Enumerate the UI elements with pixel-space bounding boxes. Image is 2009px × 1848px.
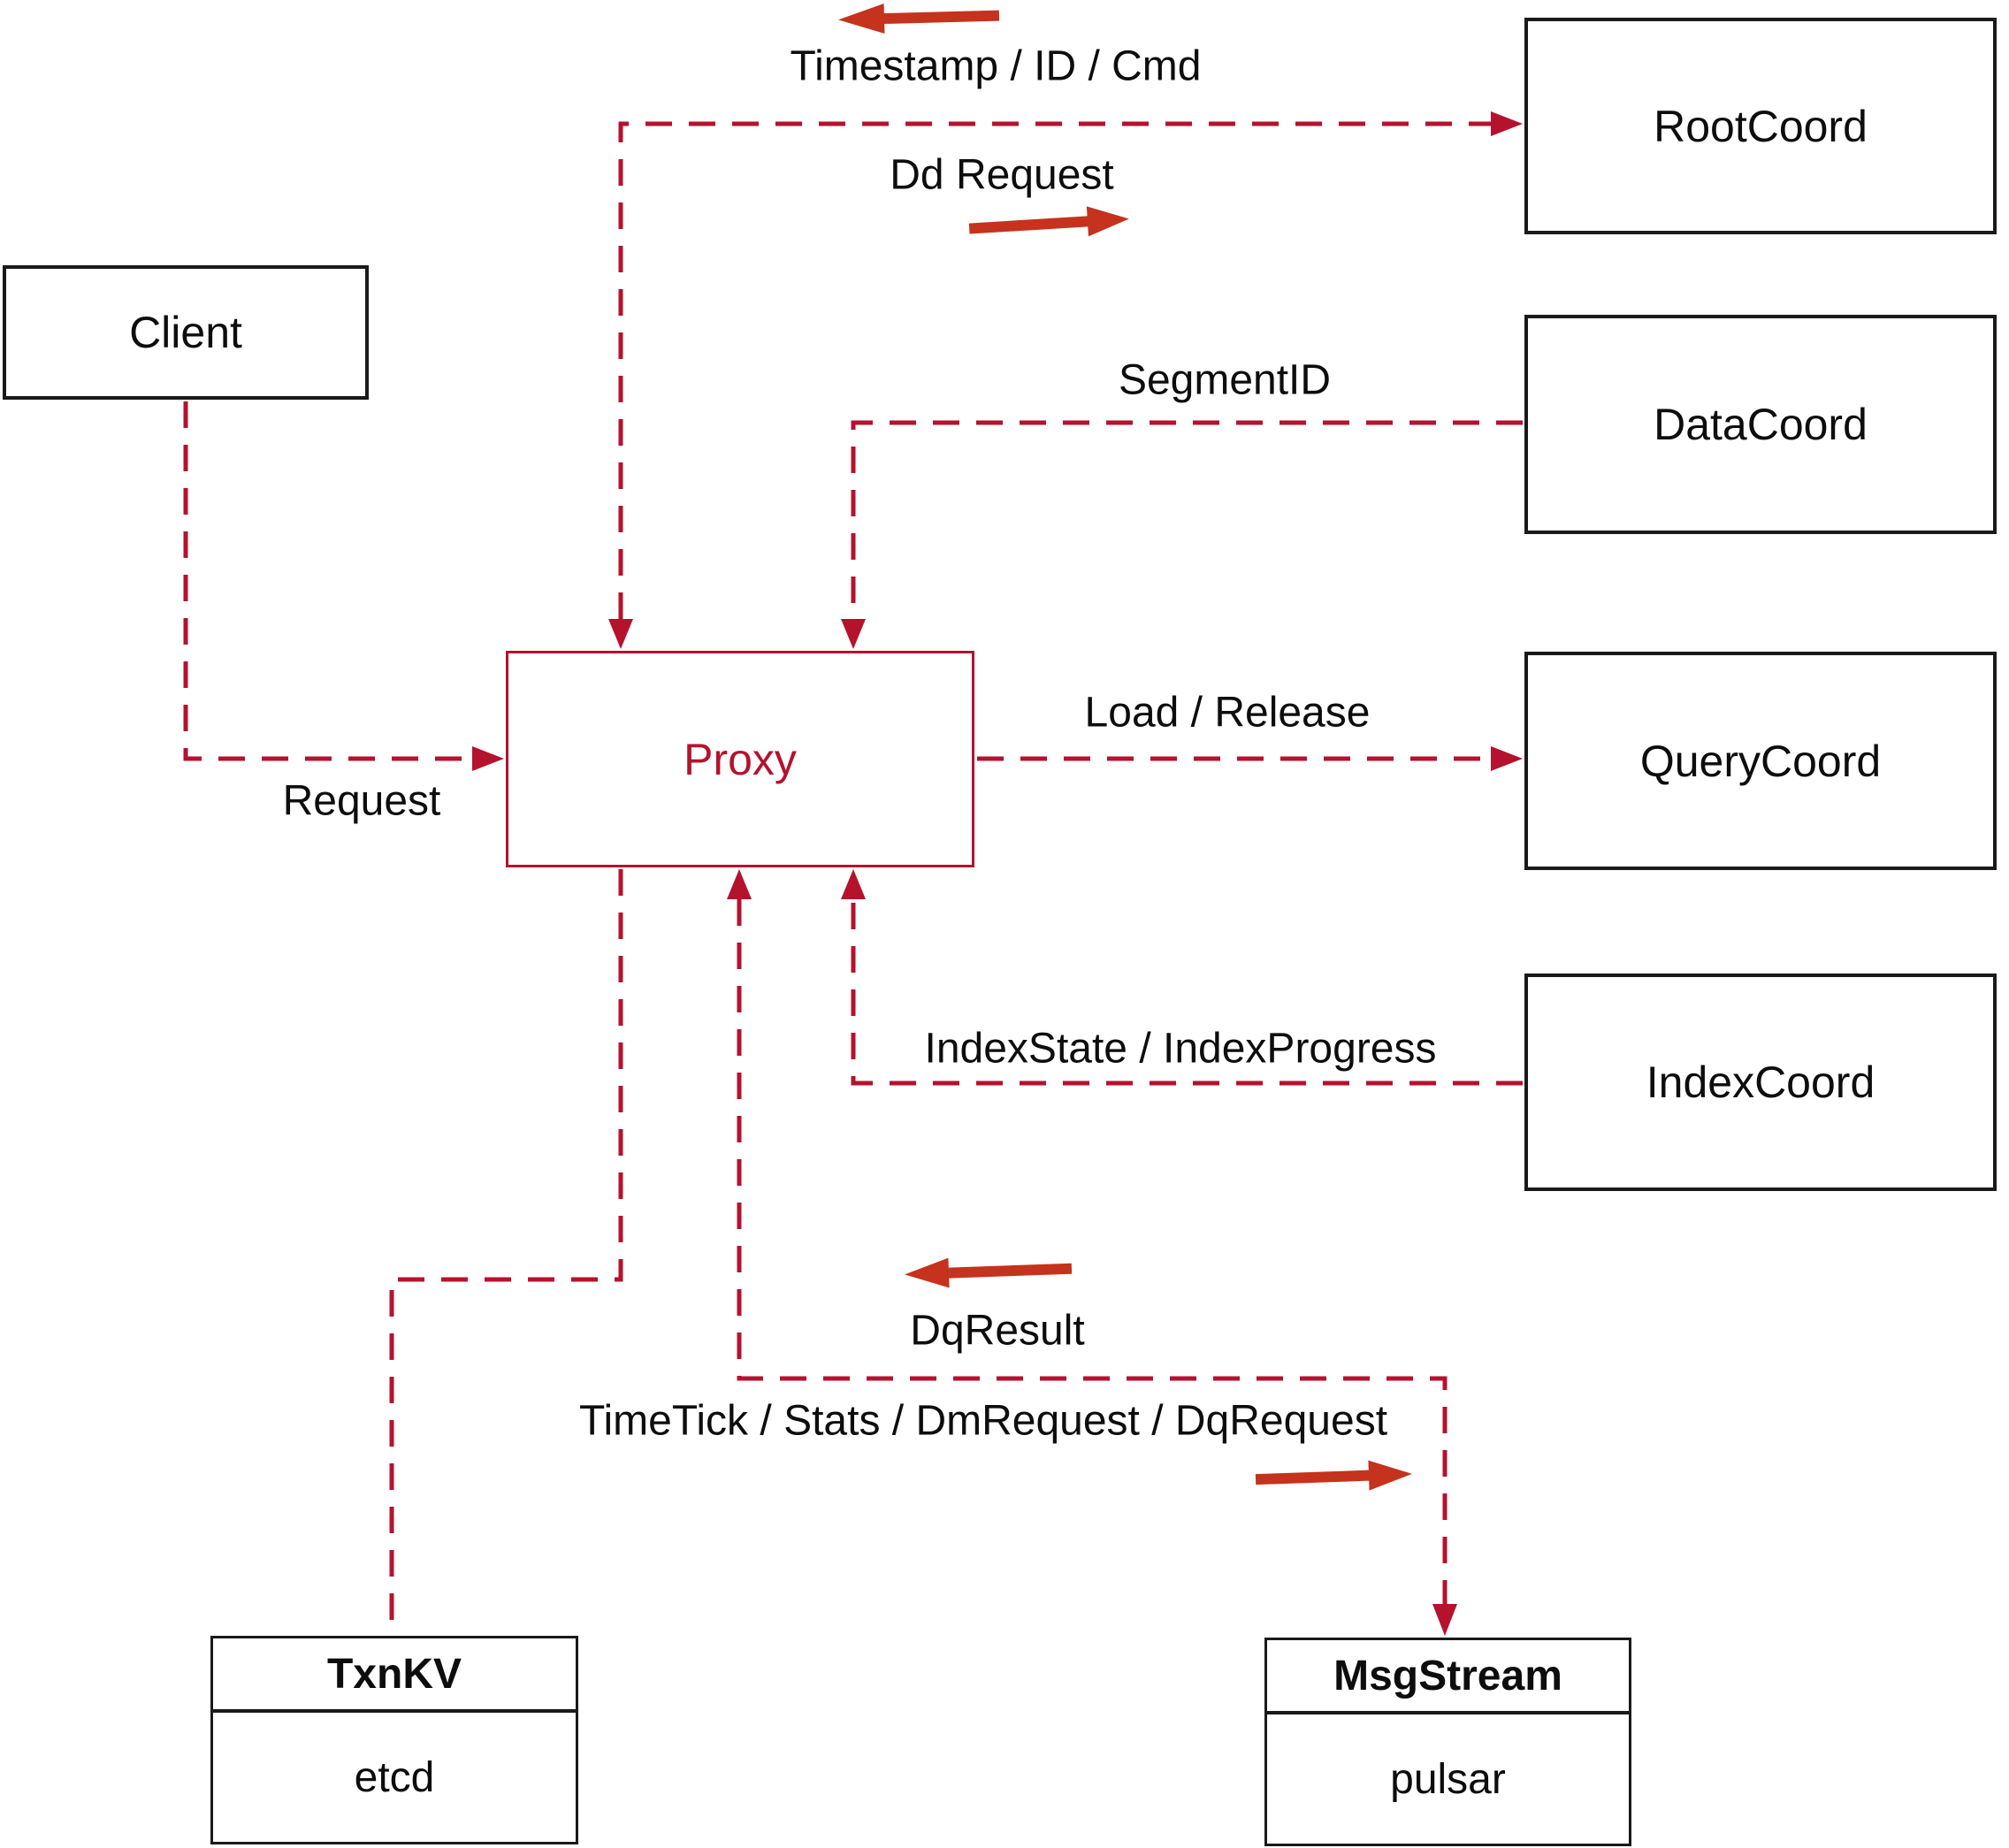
edge-proxy-msgstream: [737, 899, 1448, 1604]
edge-proxy-rootcoord: [618, 121, 1491, 619]
arrowhead-into-proxy-left: [472, 746, 504, 771]
arrowhead-into-proxy-bottom-left: [727, 869, 752, 899]
msgstream-impl: pulsar: [1390, 1755, 1506, 1803]
edge-label-segment-id: SegmentID: [1118, 356, 1332, 404]
edge-datacoord-proxy: [851, 420, 1523, 619]
direction-arrow-ddrequest-right: [968, 206, 1129, 237]
direction-arrow-dqresult-left: [905, 1257, 1073, 1288]
txnkv-node: TxnKV etcd: [210, 1636, 578, 1844]
indexcoord-label: IndexCoord: [1646, 1058, 1875, 1107]
edge-client-proxy: [183, 401, 472, 761]
edge-label-dq-result: DqResult: [910, 1307, 1085, 1355]
arrowhead-into-proxy-top-left: [608, 619, 633, 649]
datacoord-node: DataCoord: [1524, 315, 1997, 534]
direction-arrow-timetick-right: [1255, 1460, 1412, 1491]
edge-label-time-tick: TimeTick / Stats / DmRequest / DqRequest: [578, 1397, 1388, 1445]
edge-proxy-txnkv: [389, 869, 623, 1634]
proxy-label: Proxy: [684, 734, 797, 784]
edge-label-timestamp: Timestamp / ID / Cmd: [790, 42, 1202, 90]
arrowhead-into-msgstream: [1432, 1604, 1457, 1636]
rootcoord-label: RootCoord: [1654, 101, 1868, 151]
edge-indexcoord-proxy: [851, 899, 1523, 1086]
querycoord-label: QueryCoord: [1639, 736, 1882, 786]
indexcoord-node: IndexCoord: [1524, 974, 1997, 1191]
arrowhead-into-proxy-bottom-right: [841, 869, 866, 899]
arrowhead-into-proxy-top-right: [841, 619, 866, 649]
arrowhead-into-rootcoord: [1491, 111, 1523, 136]
edge-label-index-state: IndexState / IndexProgress: [924, 1025, 1437, 1073]
msgstream-title: MsgStream: [1267, 1640, 1629, 1714]
client-label: Client: [129, 308, 242, 357]
querycoord-node: QueryCoord: [1524, 652, 1997, 870]
edge-label-dd-request: Dd Request: [890, 151, 1114, 199]
proxy-node: Proxy: [506, 651, 974, 867]
rootcoord-node: RootCoord: [1524, 18, 1997, 234]
direction-arrow-timestamp-left: [838, 4, 1000, 34]
edge-label-load-release: Load / Release: [1084, 689, 1371, 737]
datacoord-label: DataCoord: [1654, 400, 1868, 449]
arrowhead-into-querycoord: [1491, 746, 1523, 771]
msgstream-node: MsgStream pulsar: [1264, 1638, 1631, 1846]
edge-label-request: Request: [282, 777, 441, 825]
client-node: Client: [3, 265, 369, 400]
txnkv-title: TxnKV: [213, 1638, 576, 1713]
txnkv-impl: etcd: [354, 1753, 435, 1801]
